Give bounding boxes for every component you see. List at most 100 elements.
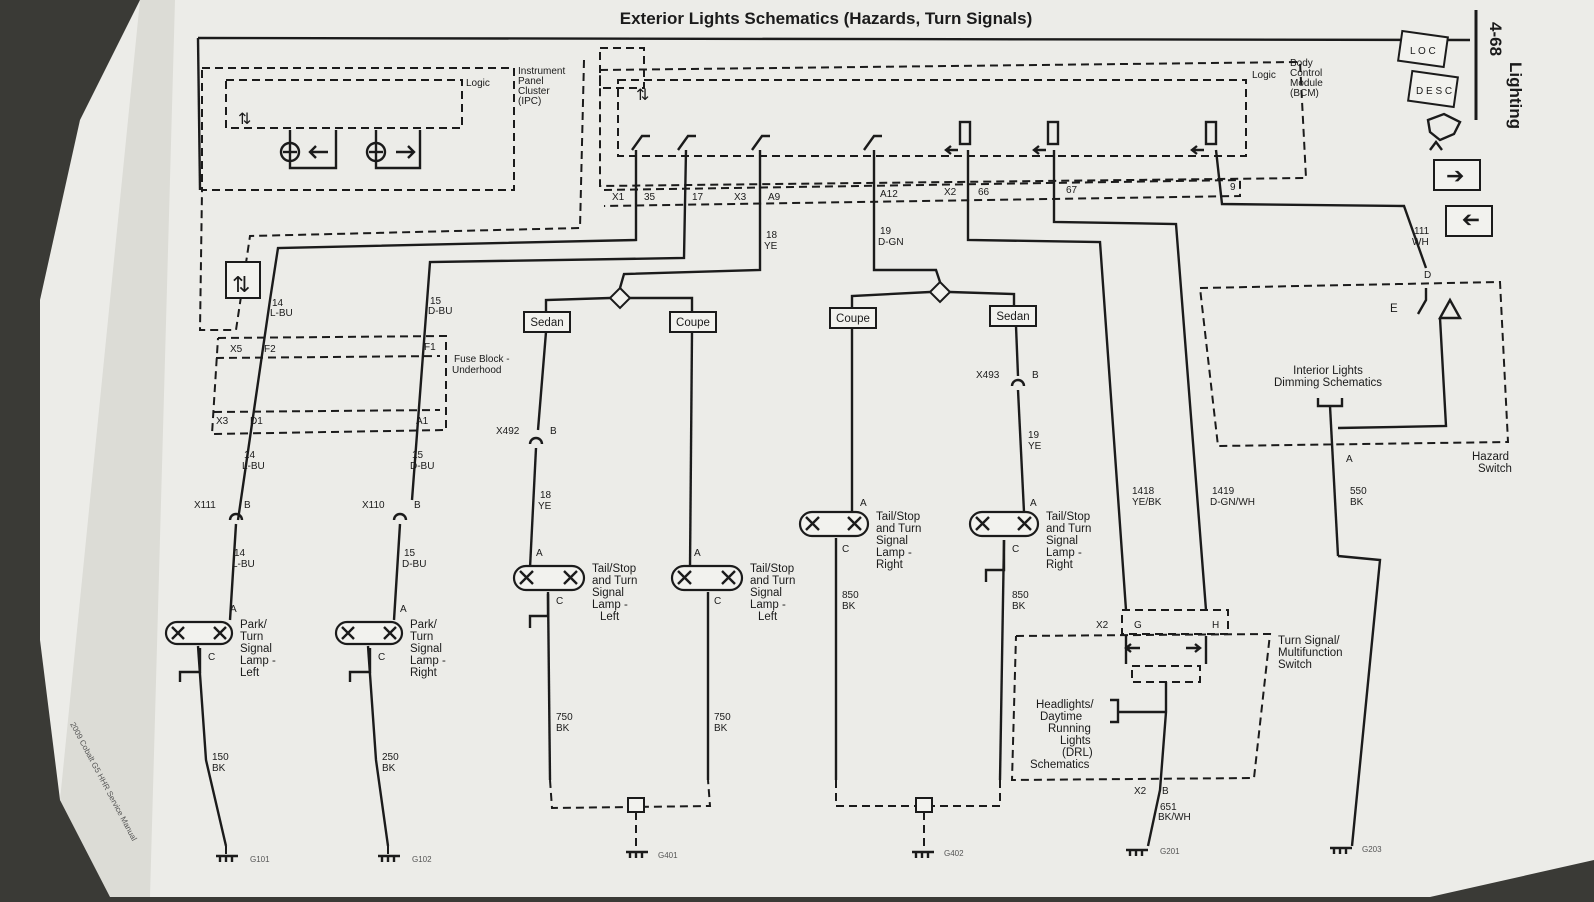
turn-switch-connector <box>1121 609 1229 635</box>
w651-num: 651 <box>1160 802 1177 813</box>
paper-sheet <box>40 0 1594 897</box>
ipc-left-indicator-icon <box>279 130 338 170</box>
park-right-pin-c: C <box>378 652 385 663</box>
fuse-inner-bottom <box>213 409 441 413</box>
w850a-num: 850 <box>842 590 859 601</box>
tail-lc-pin-a: A <box>694 548 701 559</box>
park-right-l5: Right <box>410 667 438 679</box>
ground-g201-label: G201 <box>1160 847 1180 856</box>
pin-a9: A9 <box>768 192 781 203</box>
loc-label: L O C <box>1410 46 1436 57</box>
tail-lc-l3: Signal <box>750 587 782 599</box>
serial-data-icon: ⇅ <box>232 272 250 297</box>
turn-name-3: Switch <box>1278 659 1312 671</box>
w18-col: YE <box>764 241 778 252</box>
park-lamp-right <box>334 620 404 646</box>
park-left-l5: Left <box>240 667 260 679</box>
park-left-pin-c: C <box>208 652 215 663</box>
w651-col: BK/WH <box>1158 812 1191 823</box>
drl-reference-bracket <box>1110 698 1166 724</box>
conn-x3-fuse: X3 <box>216 416 229 427</box>
right-arrow-icon: ➔ <box>1446 163 1464 188</box>
g401-splice <box>627 797 645 813</box>
conn-x111: X111 <box>194 500 216 511</box>
tail-lc-l4: Lamp - <box>750 599 786 611</box>
tail-ls-l5: Left <box>600 611 620 623</box>
x111-pin-b: B <box>244 500 251 511</box>
tail-rs-l2: and Turn <box>1046 523 1091 535</box>
hazard-wave-icon <box>1426 112 1462 151</box>
w550-col: BK <box>1350 497 1364 508</box>
drl-l1: Headlights/ <box>1036 699 1094 711</box>
x110-pin-b: B <box>414 500 421 511</box>
left-arrow-button[interactable] <box>1445 205 1493 237</box>
w250-col: BK <box>382 763 396 774</box>
wire-19-ye <box>1016 389 1026 513</box>
coupe-option-left <box>669 311 717 333</box>
branch-coupe-left <box>630 296 694 314</box>
drl-l6: Schematics <box>1030 759 1090 771</box>
conn-x3: X3 <box>734 192 747 203</box>
ground-g401-icon <box>626 850 648 858</box>
branch-sedan-left <box>544 296 611 314</box>
pin-f2: F2 <box>264 344 276 355</box>
splice-right <box>928 280 952 304</box>
w1419-num: 1419 <box>1212 486 1235 497</box>
page-title: Exterior Lights Schematics (Hazards, Tur… <box>620 9 1033 28</box>
wire-250-bk <box>366 645 390 847</box>
desc-label: D E S C <box>1416 86 1452 97</box>
ground-g201-icon <box>1126 848 1148 856</box>
wire-1418-yebk <box>966 150 1128 611</box>
wire-14-lbu <box>236 150 638 521</box>
w15c-num: 15 <box>404 548 416 559</box>
w14b-num: 14 <box>244 450 256 461</box>
drl-l4: Lights <box>1060 735 1091 747</box>
tail-ls-l2: and Turn <box>592 575 637 587</box>
w1418-num: 1418 <box>1132 486 1155 497</box>
ipc-name-1: Instrument <box>518 66 565 77</box>
park-lamp-left <box>164 620 234 646</box>
fuse-inner-top <box>215 355 441 359</box>
wire-750-bk-sedan <box>546 591 552 781</box>
tail-rs-l4: Lamp - <box>1046 547 1082 559</box>
ground-g102-icon <box>378 846 400 862</box>
w14-col: L-BU <box>270 308 293 319</box>
bcm-name-4: (BCM) <box>1290 88 1319 99</box>
x493-pin-b: B <box>1032 370 1039 381</box>
tail-ls-pin-c: C <box>556 596 563 607</box>
conn-x492: X492 <box>496 426 520 437</box>
w1419-col: D-GN/WH <box>1210 497 1255 508</box>
tail-ls-l4: Lamp - <box>592 599 628 611</box>
turn-conn-x2: X2 <box>1096 620 1109 631</box>
wire-111-wh <box>1214 149 1428 269</box>
tail-rs-l3: Signal <box>1046 535 1078 547</box>
w150-num: 150 <box>212 752 229 763</box>
turn-conn-x2b: X2 <box>1134 786 1147 797</box>
ground-g101-icon <box>216 846 238 862</box>
desc-button[interactable] <box>1407 69 1459 109</box>
right-arrow-button[interactable] <box>1433 159 1481 191</box>
branch-sedan-right <box>949 290 1016 306</box>
bcm-module <box>599 60 1308 188</box>
wire-550-bk-lower <box>1337 554 1382 847</box>
loc-button[interactable] <box>1397 29 1449 69</box>
ipc-name-4: (IPC) <box>518 96 541 107</box>
turn-pin-h: H <box>1212 620 1219 631</box>
page-number: 4-68 <box>1486 22 1505 56</box>
w14c-col: L-BU <box>232 559 255 570</box>
w18-num: 18 <box>766 230 778 241</box>
w750a-num: 750 <box>556 712 573 723</box>
park-left-pin-a: A <box>230 604 237 615</box>
w850a-col: BK <box>842 601 856 612</box>
bcm-connector-strip <box>603 178 1241 207</box>
ipc-module <box>201 67 515 191</box>
hazard-switch-module <box>1199 280 1510 448</box>
w250-num: 250 <box>382 752 399 763</box>
tail-lamp-left-coupe <box>670 564 744 592</box>
tail-rc-l4: Lamp - <box>876 547 912 559</box>
park-left-l4: Lamp - <box>240 655 276 667</box>
wire-850-bk-sedan <box>998 539 1006 781</box>
park-right-l2: Turn <box>410 631 433 643</box>
